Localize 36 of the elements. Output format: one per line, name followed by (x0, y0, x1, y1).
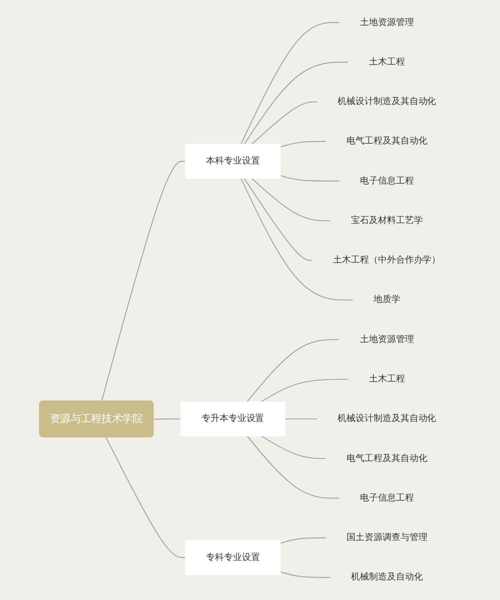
connector (246, 339, 340, 402)
node-text: 机械设计制造及其自动化 (337, 96, 436, 107)
node-box: 专科专业设置 (184, 540, 280, 575)
connector (250, 101, 317, 145)
connector (260, 436, 326, 459)
node-text: 土木工程 (368, 56, 404, 68)
node-text: 电气工程及其自动化 (346, 453, 427, 464)
node-text: 宝石及材料工艺学 (350, 215, 422, 226)
connector (240, 22, 340, 145)
connector (250, 178, 330, 222)
node-text: 电子信息工程 (360, 176, 414, 186)
node-text: 土木工程（中外合作办学） (332, 255, 440, 266)
connector (246, 436, 340, 499)
connector (243, 62, 348, 145)
node-text: 地质学 (373, 294, 400, 305)
node-text: 土地资源管理 (360, 334, 414, 345)
node-text: 机械设计制造及其自动化 (337, 414, 436, 424)
node-text: 电子信息工程 (360, 492, 414, 504)
connector (280, 572, 330, 578)
connector (105, 436, 186, 558)
node-box: 专升本专业设置 (180, 401, 285, 436)
node-text: 国土资源调查与管理 (346, 532, 427, 543)
connector (152, 418, 181, 420)
node-box: 本科专业设置 (184, 144, 280, 179)
connector (280, 141, 326, 148)
connector (280, 175, 340, 182)
connector (280, 537, 326, 544)
connector (243, 178, 312, 261)
node-text: 土木工程 (368, 374, 404, 384)
connector (284, 418, 317, 420)
connector (240, 178, 353, 300)
connector (260, 378, 348, 402)
node-text: 土地资源管理 (360, 17, 414, 28)
node-text: 机械制造及自动化 (350, 572, 422, 582)
node-text: 电气工程及其自动化 (346, 136, 427, 146)
connector (100, 160, 186, 402)
